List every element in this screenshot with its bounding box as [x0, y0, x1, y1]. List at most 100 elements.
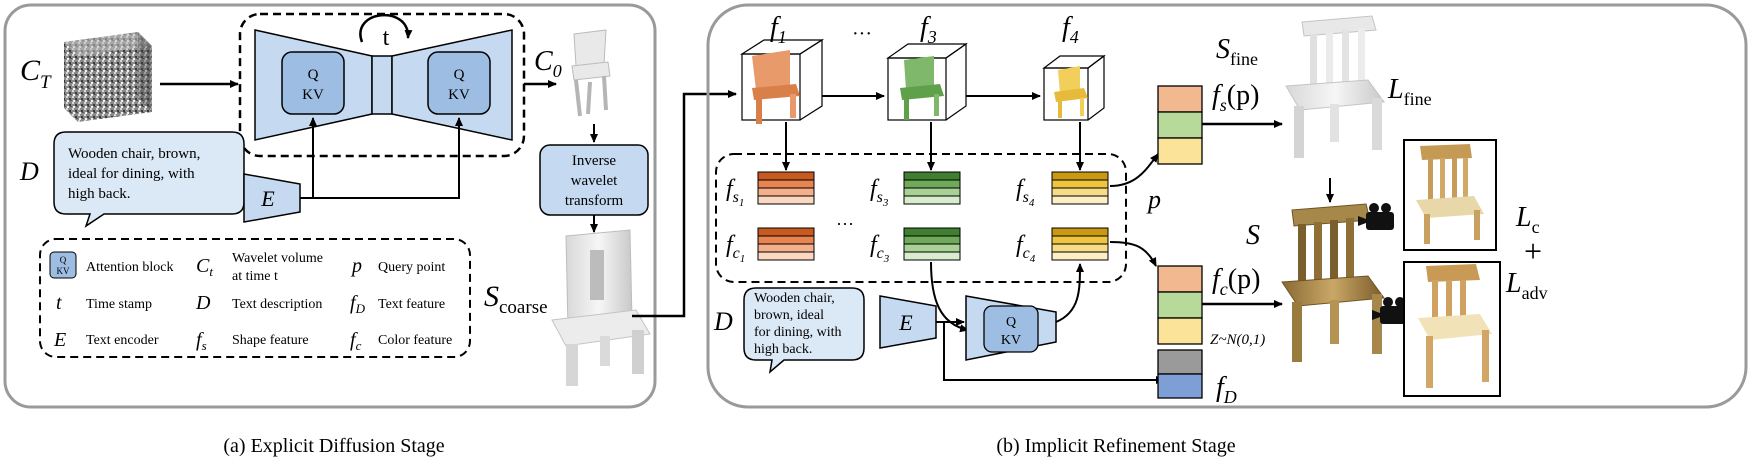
attention-q-2: Q [454, 67, 465, 83]
d-label: D [19, 157, 39, 186]
inverse-line-3: transform [565, 193, 624, 209]
sfine-chair-image [1285, 15, 1385, 158]
arrow-attn-to-fc4 [1055, 263, 1084, 323]
attention-q-1: Q [308, 67, 319, 83]
ladv-label: Ladv [1505, 268, 1548, 303]
legend-p-desc: Query point [378, 260, 445, 275]
caption-a: (a) Explicit Diffusion Stage [223, 435, 444, 457]
arrow-fc4-to-color-vec [1109, 241, 1157, 267]
fsp-label: fs(p) [1212, 80, 1259, 115]
legend-fd-desc: Text feature [378, 297, 445, 312]
legend-d-desc: Text description [232, 297, 322, 312]
fcp-label: fc(p) [1212, 264, 1260, 299]
sfine-label: Sfine [1216, 34, 1258, 69]
fc4-bars [1051, 227, 1109, 261]
f3-label: f3 [920, 12, 937, 47]
prompt-a-line-2: ideal for dining, with [68, 166, 195, 182]
lc-label: Lc [1515, 202, 1540, 237]
legend-ct-desc-1: Wavelet volume [232, 251, 323, 266]
arrow-e-to-fd [943, 322, 1165, 384]
c0-chair-image [571, 29, 611, 117]
f3-cube [886, 42, 968, 121]
render-top-chair [1416, 144, 1484, 244]
attention-kv-2: KV [448, 87, 470, 103]
arrow-e-to-attn2 [313, 117, 463, 199]
fc4-label: fc4 [1016, 232, 1036, 265]
encoder-a-label: E [260, 186, 275, 211]
scoarse-chair-image [551, 229, 651, 386]
ellipsis-top: ··· [852, 23, 872, 45]
inverse-line-2: wavelet [571, 173, 618, 189]
fs3-label: fs3 [870, 176, 889, 209]
fs1-bars [757, 171, 815, 205]
legend-ct-desc-2: at time t [232, 269, 278, 284]
unet-bottleneck [371, 55, 393, 115]
prompt-a-line-1: Wooden chair, brown, [68, 146, 200, 162]
legend-fc-sym: fc [350, 329, 362, 353]
arrow-fc3-to-attn [930, 261, 969, 333]
caption-b: (b) Implicit Refinement Stage [996, 435, 1235, 457]
legend-d-sym: D [195, 292, 211, 314]
timestep-label: t [383, 25, 390, 51]
f1-cube [739, 38, 825, 124]
timestep-loop-arrow [359, 14, 413, 43]
legend-ct-sym: Ct [196, 255, 213, 279]
f4-cube [1042, 54, 1106, 121]
scoarse-label: Scoarse [484, 280, 548, 318]
render-bottom-chair [1418, 264, 1492, 388]
fs3-bars [903, 171, 961, 205]
inverse-line-1: Inverse [572, 153, 616, 169]
fs1-label: fs1 [726, 176, 744, 209]
s-label: S [1246, 220, 1260, 251]
svg-text:Q: Q [1006, 315, 1016, 330]
svg-text:KV: KV [1001, 333, 1021, 348]
attention-block-2 [427, 51, 491, 115]
prompt-bubble-b [743, 287, 865, 374]
arrow-fs4-to-shape-vec [1109, 153, 1159, 187]
fc3-label: fc3 [870, 232, 890, 265]
text-encoder-b [879, 295, 937, 349]
legend-fd-sym: fD [350, 292, 366, 316]
shape-feature-vector [1157, 85, 1203, 165]
plus-label: + [1524, 233, 1542, 269]
attention-kv-1: KV [302, 87, 324, 103]
fc3-bars [903, 227, 961, 261]
fd-label: fD [1216, 372, 1237, 407]
legend-attention: Attention block [86, 260, 174, 275]
stage-b-panel [706, 3, 1748, 409]
prompt-b-line-3: for dining, with [754, 325, 842, 340]
fc1-bars [757, 227, 815, 261]
noise-cube-image [64, 32, 152, 122]
f1-label: f1 [770, 12, 787, 47]
s-chair-image [1281, 203, 1385, 362]
feature-dashed-box [715, 153, 1127, 283]
noise-label: Z~N(0,1) [1210, 332, 1265, 348]
legend-attention-icon [49, 251, 77, 279]
cross-attention-inner [983, 305, 1039, 353]
stage-a-panel [3, 3, 657, 409]
ellipsis-mid: ··· [836, 214, 854, 234]
fc1-label: fc1 [726, 232, 745, 265]
prompt-a-line-3: high back. [68, 186, 130, 202]
legend-t-sym: t [56, 292, 62, 314]
lfine-label: Lfine [1387, 74, 1432, 109]
text-encoder-a [243, 173, 301, 223]
f4-label: f4 [1062, 12, 1079, 47]
prompt-bubble-a [53, 131, 245, 228]
legend-fc-desc: Color feature [378, 333, 452, 348]
svg-text:KV: KV [57, 266, 70, 276]
fs4-label: fs4 [1016, 176, 1035, 209]
color-feature-vector [1157, 265, 1203, 345]
legend-fs-desc: Shape feature [232, 333, 309, 348]
attention-block-1 [281, 51, 345, 115]
camera-icon-bottom [1372, 297, 1408, 324]
legend-e-sym: E [53, 329, 66, 351]
fd-feature-vector [1157, 349, 1203, 399]
prompt-b-line-4: high back. [754, 342, 812, 357]
svg-text:Q: Q [60, 255, 67, 265]
arrow-scoarse-to-f1 [632, 90, 737, 318]
ct-label: CT [20, 54, 52, 93]
c0-label: C0 [534, 46, 562, 81]
p-label: p [1146, 185, 1161, 214]
